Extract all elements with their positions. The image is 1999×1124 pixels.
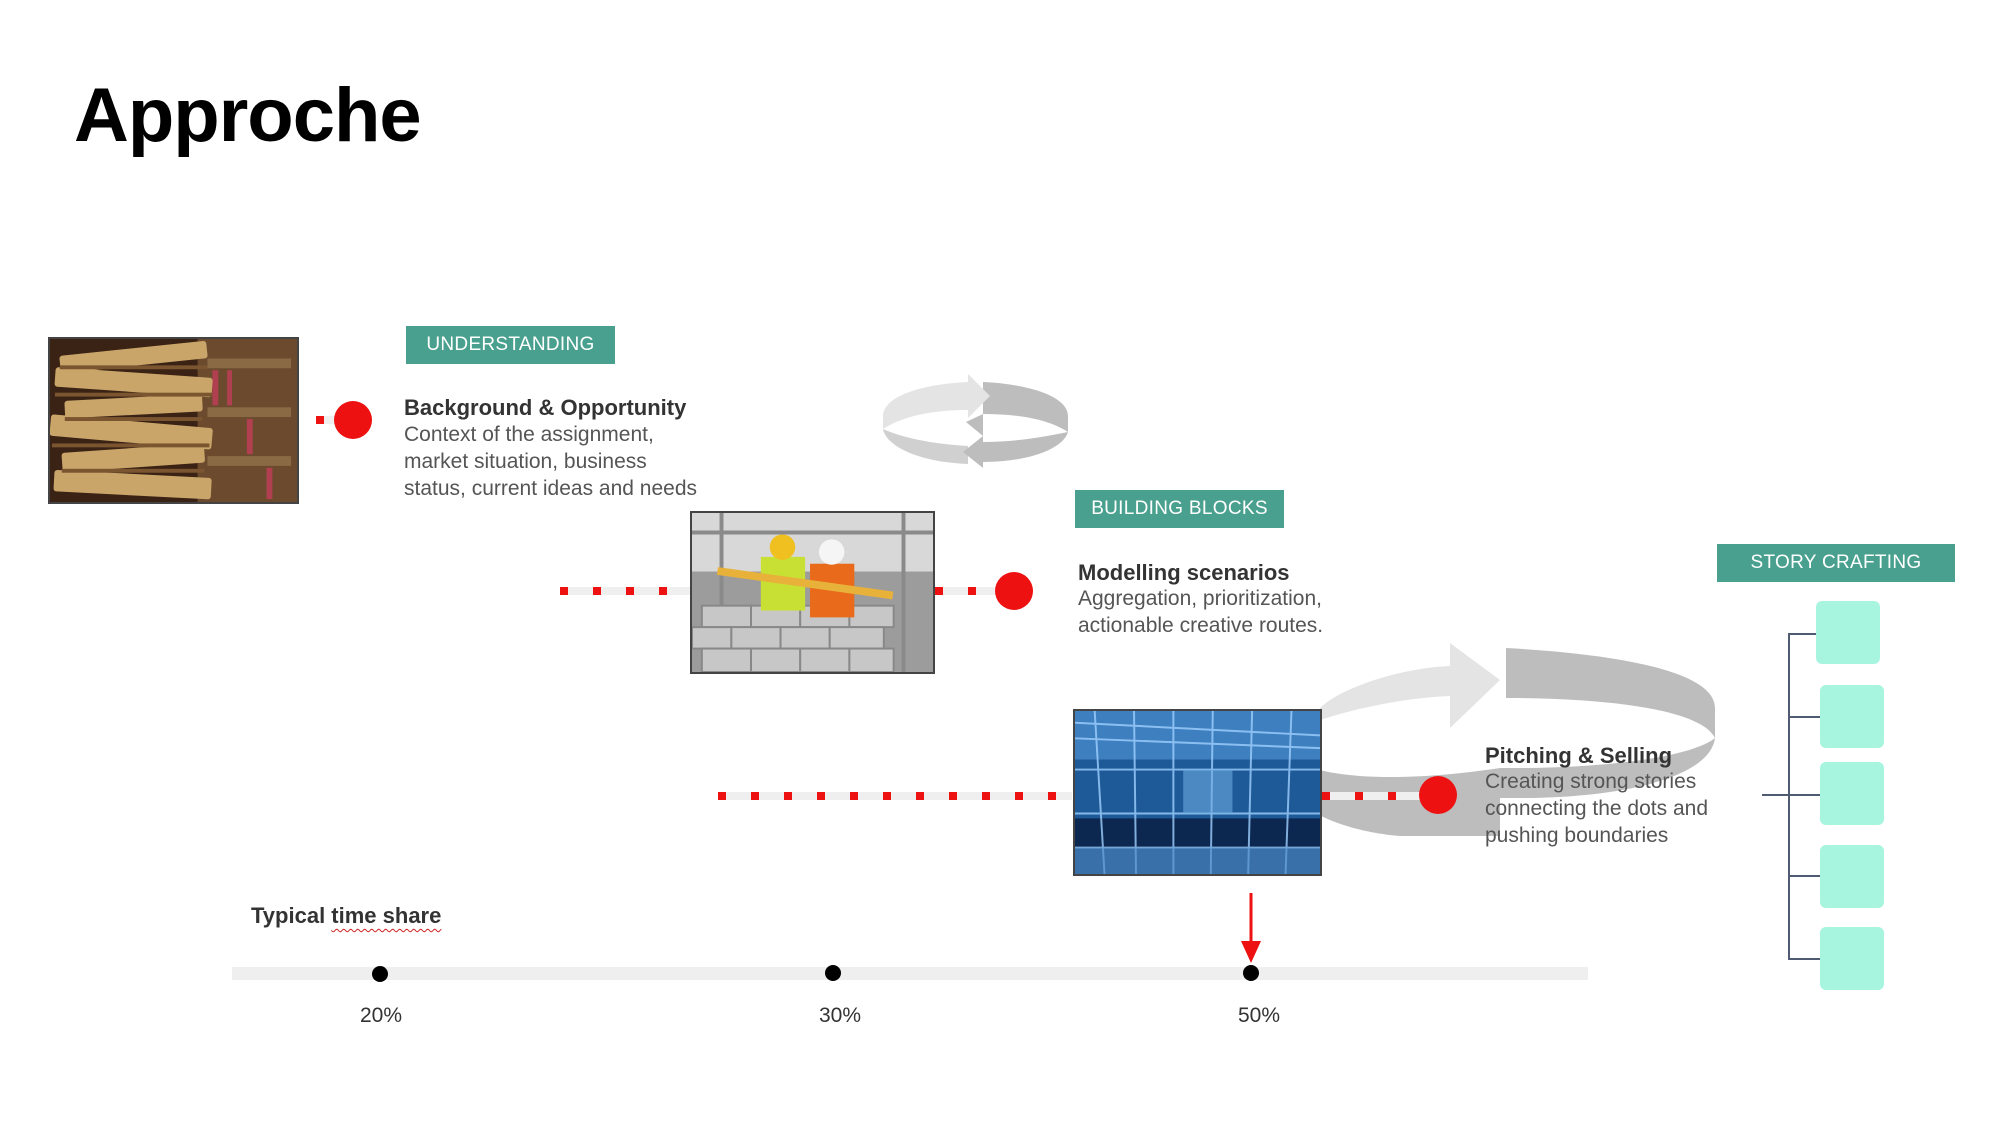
tree-branch bbox=[1788, 875, 1820, 877]
tag-understanding: UNDERSTANDING bbox=[406, 326, 615, 364]
tree-leaf bbox=[1820, 762, 1884, 825]
timeline-marker bbox=[1243, 965, 1259, 981]
stage-title: Background & Opportunity bbox=[404, 395, 687, 420]
tree-branch bbox=[1788, 958, 1820, 960]
tag-story-crafting: STORY CRAFTING bbox=[1717, 544, 1955, 582]
tree-trunk bbox=[1788, 633, 1790, 960]
tree-branch bbox=[1788, 716, 1820, 718]
timeline-marker bbox=[372, 966, 388, 982]
stage-dot bbox=[995, 572, 1033, 610]
tree-branch bbox=[1788, 633, 1816, 635]
cycle-arrows-icon bbox=[883, 374, 1068, 468]
timeline-label-30: 30% bbox=[819, 1004, 862, 1027]
timeline-label: Typical time share bbox=[251, 903, 442, 928]
timeline-marker bbox=[825, 965, 841, 981]
connector-dash bbox=[316, 416, 340, 424]
glass-building-photo bbox=[1073, 709, 1322, 876]
pointer-arrow-icon bbox=[1241, 893, 1261, 963]
timeline-bar bbox=[232, 967, 1588, 980]
tree-leaf bbox=[1820, 927, 1884, 990]
books-photo bbox=[48, 337, 299, 504]
tree-leaf bbox=[1820, 845, 1884, 908]
connector-dash bbox=[1322, 792, 1444, 800]
tree-root bbox=[1762, 794, 1789, 796]
tag-building-blocks: BUILDING BLOCKS bbox=[1075, 490, 1284, 528]
stage-description: Context of the assignment, market situat… bbox=[404, 423, 698, 500]
stage-title: Pitching & Selling bbox=[1485, 743, 1673, 768]
construction-workers-photo bbox=[690, 511, 935, 674]
timeline-label-50: 50% bbox=[1238, 1004, 1281, 1027]
page-title: Approche bbox=[74, 73, 422, 158]
connector-dash bbox=[935, 587, 1019, 595]
tree-leaf bbox=[1816, 601, 1880, 664]
stage-description: Creating strong stories connecting the d… bbox=[1485, 770, 1709, 847]
stage-title: Modelling scenarios bbox=[1078, 560, 1290, 585]
timeline-label-20: 20% bbox=[360, 1004, 403, 1027]
tree-branch bbox=[1788, 794, 1820, 796]
connector-dash bbox=[560, 587, 692, 595]
tree-leaf bbox=[1820, 685, 1884, 748]
stage-dot bbox=[1419, 776, 1457, 814]
stage-description: Aggregation, prioritization, actionable … bbox=[1078, 587, 1324, 637]
connector-dash bbox=[718, 792, 1072, 800]
stage-dot bbox=[334, 401, 372, 439]
